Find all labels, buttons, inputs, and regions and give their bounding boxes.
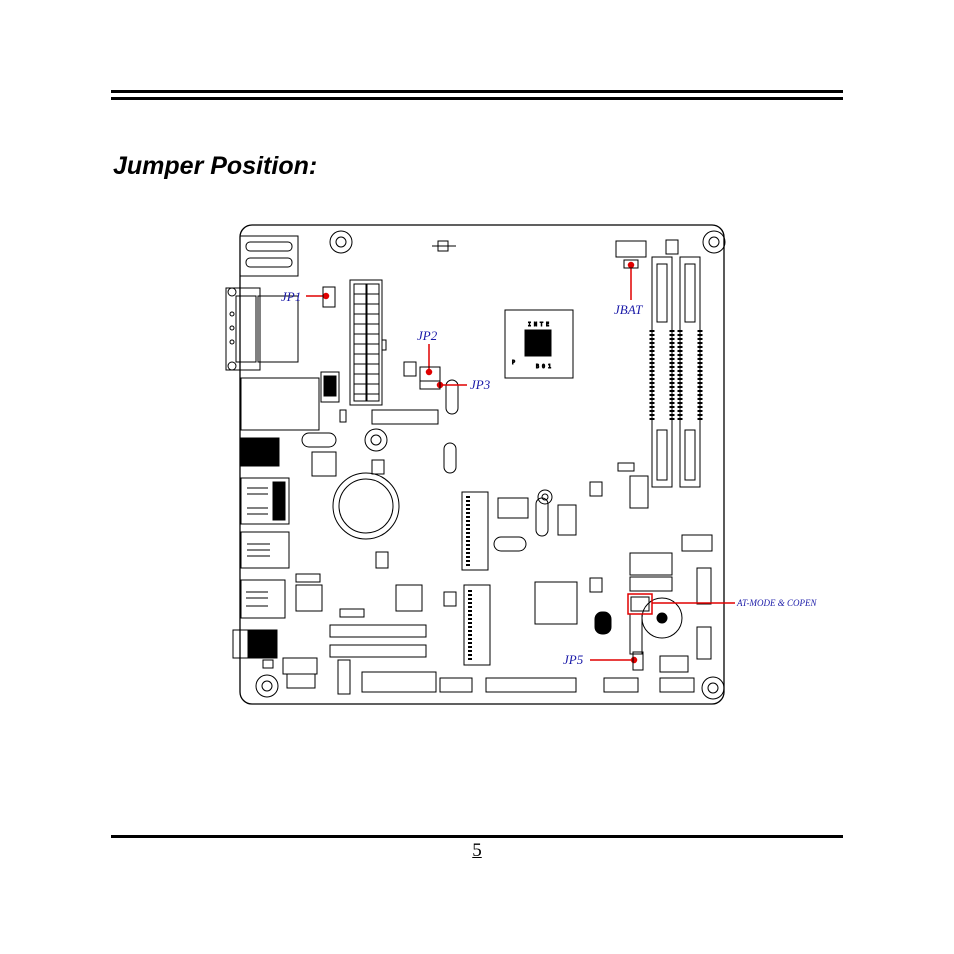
jumper-blocks — [322, 259, 650, 671]
chipset: I N T E P B 0 1 — [504, 309, 574, 379]
pin-headers — [262, 239, 713, 695]
board-outline — [239, 224, 725, 705]
jumper-callouts — [306, 261, 735, 664]
chipset-text-2: P — [512, 360, 515, 366]
ic-chips — [295, 379, 683, 639]
label-jbat: JBAT — [614, 302, 643, 317]
label-at-mode-copen: AT-MODE & COPEN — [736, 598, 817, 608]
header-rule-top — [111, 90, 843, 93]
page-number: 5 — [472, 840, 482, 861]
footer-rule — [111, 835, 843, 838]
header-rule-bottom — [111, 97, 843, 100]
label-jp3: JP3 — [470, 377, 491, 392]
expansion-slots — [461, 491, 491, 666]
mounting-holes — [255, 230, 726, 700]
label-jp2: JP2 — [417, 328, 438, 343]
label-jp5: JP5 — [563, 652, 584, 667]
memory-slots — [649, 256, 703, 488]
label-jp1: JP1 — [281, 289, 301, 304]
chipset-text-1: I N T E — [528, 322, 549, 328]
cmos-battery — [332, 472, 400, 540]
page-title: Jumper Position: — [113, 152, 318, 180]
chipset-text-3: B 0 1 — [536, 364, 551, 370]
atx-power-connector — [349, 279, 387, 406]
io-connectors — [225, 235, 340, 659]
